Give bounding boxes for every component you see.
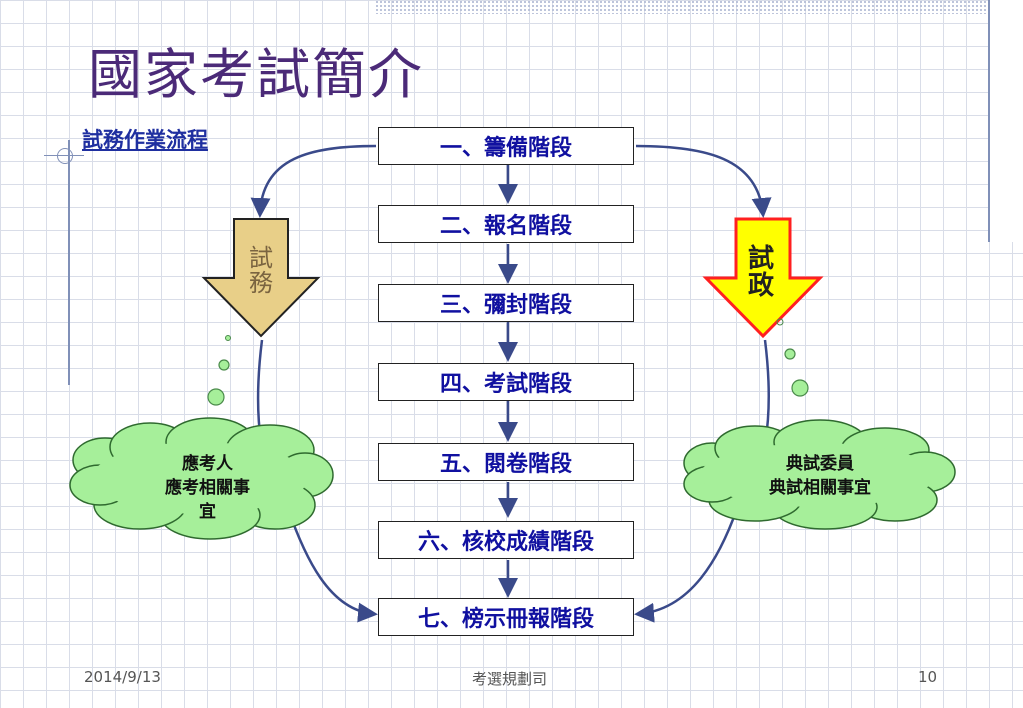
stage-3-box: 三、彌封階段: [378, 284, 634, 322]
bubble-right-large: [791, 379, 809, 397]
top-decoration-band: [375, 0, 1023, 14]
bubble-left-medium: [218, 359, 230, 371]
left-cloud-line-2: 應考相關事: [165, 477, 250, 498]
right-arrow-char-2: 政: [747, 271, 774, 302]
left-arrow-char-2: 務: [249, 269, 273, 298]
left-arrow-label: 試 務: [236, 244, 286, 298]
stage-5-box: 五、閱卷階段: [378, 443, 634, 481]
footer-date: 2014/9/13: [84, 668, 161, 686]
flow-subtitle-link[interactable]: 試務作業流程: [82, 127, 208, 152]
right-cloud-line-1: 典試委員: [786, 454, 854, 474]
right-decoration-band: [988, 0, 1023, 242]
crosshair-circle: [57, 148, 73, 164]
left-decoration-rule: [68, 140, 70, 385]
left-block-arrow: [201, 218, 321, 338]
left-cloud-line-1: 應考人: [182, 454, 233, 474]
right-cloud-text: 典試委員 典試相關事宜: [700, 453, 940, 501]
stage-2-box: 二、報名階段: [378, 205, 634, 243]
left-cloud-line-3: 宜: [199, 501, 216, 522]
stage-6-box: 六、核校成績階段: [378, 521, 634, 559]
slide-title: 國家考試簡介: [88, 43, 424, 106]
branch-left-top: [250, 144, 377, 218]
right-cloud-line-2: 典試相關事宜: [769, 477, 871, 498]
stage-4-box: 四、考試階段: [378, 363, 634, 401]
bubble-left-small: [225, 335, 231, 341]
footer-organization: 考選規劃司: [472, 670, 548, 688]
right-arrow-char-1: 試: [747, 244, 774, 274]
branch-right-top: [635, 144, 772, 218]
right-arrow-label: 試 政: [736, 244, 786, 302]
bubble-left-large: [207, 388, 225, 406]
right-arrow-dot: [776, 318, 784, 326]
bubble-right-medium: [784, 348, 796, 360]
footer-page-number: 10: [918, 668, 938, 686]
stage-7-box: 七、榜示冊報階段: [378, 598, 634, 636]
left-cloud-text: 應考人 應考相關事 宜: [100, 453, 315, 524]
stage-1-box: 一、籌備階段: [378, 127, 634, 165]
right-block-arrow: [702, 217, 824, 339]
left-arrow-char-1: 試: [249, 244, 273, 272]
